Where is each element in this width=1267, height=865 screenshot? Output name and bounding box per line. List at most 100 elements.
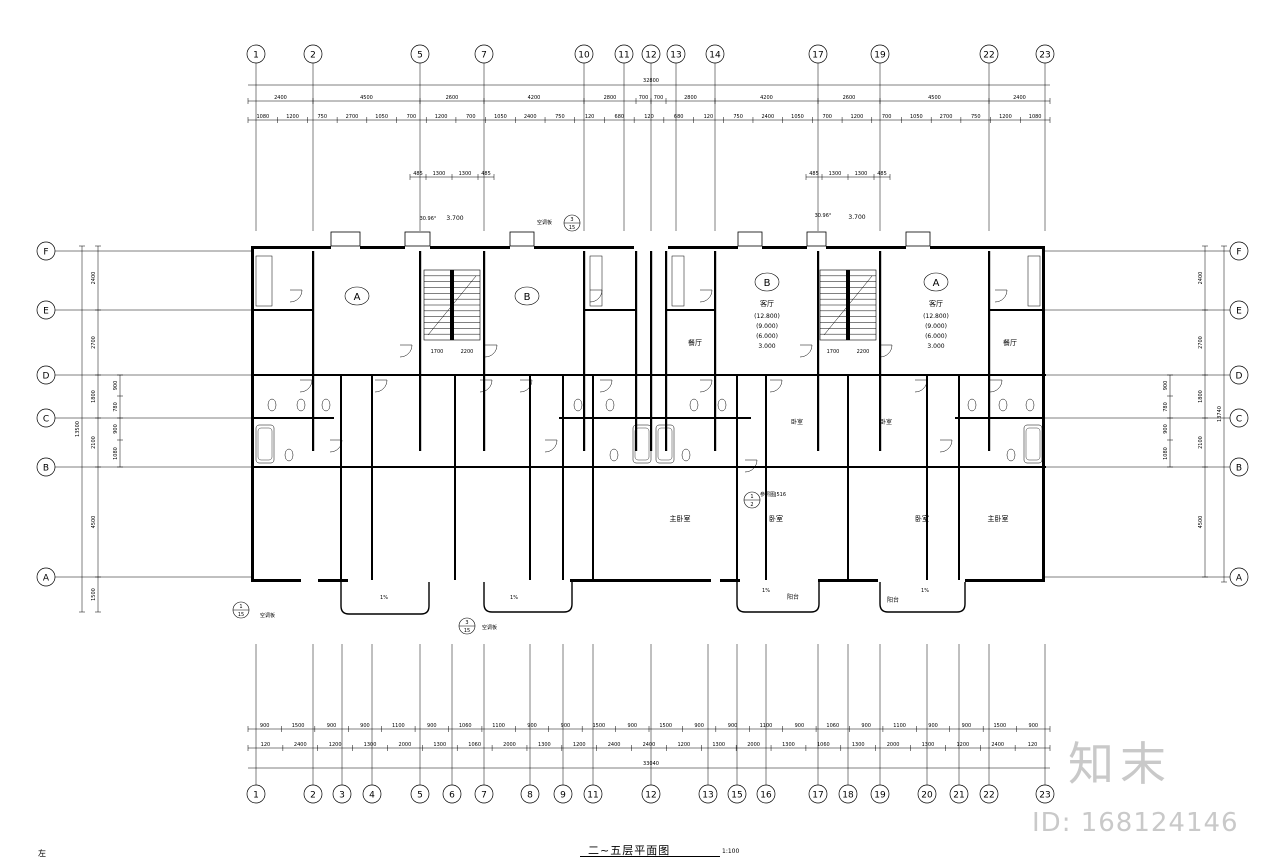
stair-handrail	[450, 270, 454, 340]
room-balcony: 阳台	[787, 593, 799, 601]
wall-segment	[534, 246, 634, 249]
axis-bubble-bottom-13	[698, 784, 718, 804]
dim-top-row1-text: 4500	[928, 95, 941, 101]
dim-bottom-row1-text: 1060	[468, 742, 481, 748]
dim-top-row2-text: 750	[317, 114, 327, 120]
wall-segment	[371, 375, 373, 580]
axis-bubble-bottom-7-label: 7	[481, 791, 487, 801]
wall-segment	[254, 417, 334, 419]
dim-bottom-row2-text: 1100	[760, 723, 773, 729]
wall-segment	[254, 309, 314, 311]
wall-segment	[847, 375, 849, 580]
wall-segment	[583, 251, 586, 451]
callout-1-top: 1	[239, 604, 242, 610]
axis-bubble-top-7	[474, 44, 494, 64]
note-aircon: 空调板	[537, 219, 552, 226]
elevation-mark: (9.000)	[925, 323, 947, 330]
dim-bottom-row2-text: 900	[728, 723, 738, 729]
wall-segment	[454, 375, 456, 580]
axis-bubble-top-11-label: 11	[618, 51, 629, 61]
wall-segment	[251, 579, 301, 582]
door-swing	[879, 344, 893, 358]
dim-top-row2-text: 1050	[910, 114, 923, 120]
axis-bubble-top-12	[641, 44, 661, 64]
wall-segment	[955, 417, 1045, 419]
axis-bubble-right-F-label: F	[1236, 248, 1241, 258]
sanitary-fixture	[573, 398, 583, 412]
dim-top-row2-text: 750	[555, 114, 565, 120]
bay-window	[404, 231, 431, 247]
wall-segment	[826, 246, 906, 249]
axis-bubble-left-A	[36, 567, 56, 587]
dim-right-inner-text: 900	[1163, 424, 1169, 434]
unit-label-a-2-text: A	[933, 278, 940, 289]
dim-bottom-row1-text: 1300	[364, 742, 377, 748]
wall-segment	[529, 375, 531, 580]
wall-segment	[668, 246, 738, 249]
elevation-mark: 3.000	[927, 343, 944, 350]
dim-bottom-row2-text: 900	[561, 723, 571, 729]
dim-bottom-row2-text: 900	[260, 723, 270, 729]
axis-bubble-bottom-21	[949, 784, 969, 804]
sanitary-fixture	[284, 448, 294, 462]
door-swing	[484, 344, 498, 358]
wall-segment	[651, 579, 711, 582]
dim-top-row2-text: 120	[704, 114, 714, 120]
axis-bubble-right-B	[1229, 457, 1249, 477]
bathtub-inner	[634, 427, 650, 461]
wall-segment	[254, 466, 654, 468]
note-angle: 30.96°	[815, 213, 832, 219]
axis-bubble-bottom-11-label: 11	[587, 791, 598, 801]
axis-bubble-bottom-1-label: 1	[253, 791, 259, 801]
bathtub-inner	[657, 427, 673, 461]
building-walls	[251, 246, 1046, 582]
dim-top-row1-text: 2800	[604, 95, 617, 101]
door-swing	[599, 379, 613, 393]
stair-left	[423, 269, 481, 341]
callout-3-top: 3	[465, 620, 468, 626]
wall-segment	[360, 246, 405, 249]
axis-bubble-bottom-6	[442, 784, 462, 804]
axis-bubble-bottom-12-label: 12	[645, 791, 656, 801]
dim-bottom-row1-text: 2000	[503, 742, 516, 748]
door-swing	[519, 379, 533, 393]
note-slope: 1%	[921, 588, 929, 594]
dim-top-row1-text: 700	[654, 95, 664, 101]
kitchen-counter	[589, 255, 603, 307]
dim-top-row2-text: 1050	[791, 114, 804, 120]
dim-bottom-row1-text: 2400	[643, 742, 656, 748]
stair-note: 2200	[857, 349, 870, 355]
wall-segment	[419, 251, 422, 451]
dim-bottom-row2-text: 1100	[492, 723, 505, 729]
axis-bubble-right-C	[1229, 408, 1249, 428]
dim-top-row1-text: 4200	[528, 95, 541, 101]
dim-right-inner-text: 780	[1163, 402, 1169, 412]
dim-bottom-row2-text: 900	[360, 723, 370, 729]
room-bedroom: 卧室	[791, 418, 803, 426]
axis-bubble-bottom-21-label: 21	[953, 791, 964, 801]
dim-bottom-row2-text: 1500	[994, 723, 1007, 729]
dim-bottom-row1-text: 120	[261, 742, 271, 748]
wall-segment	[430, 246, 510, 249]
axis-bubble-left-B-label: B	[43, 464, 49, 474]
wall-segment	[562, 375, 564, 580]
room-bedroom: 卧室	[880, 418, 892, 426]
dim-top-row2-text: 700	[407, 114, 417, 120]
dim-bottom-row1-text: 2000	[399, 742, 412, 748]
sanitary-fixture	[321, 398, 331, 412]
axis-bubble-top-19	[870, 44, 890, 64]
axis-bubble-bottom-1	[246, 784, 266, 804]
dim-left-text: 2400	[91, 272, 97, 285]
door-swing	[544, 439, 558, 453]
wall-segment	[988, 251, 991, 451]
wall-segment	[651, 466, 1046, 468]
door-swing	[289, 289, 303, 303]
axis-bubble-bottom-4	[362, 784, 382, 804]
note-slope: 1%	[762, 588, 770, 594]
door-swing	[939, 439, 953, 453]
dim-left-inner-text: 900	[113, 424, 119, 434]
dim-bottom-row2-text: 1060	[459, 723, 472, 729]
axis-bubble-right-C-label: C	[1236, 415, 1242, 425]
dim-left-text: 1500	[91, 588, 97, 601]
axis-bubble-bottom-2	[303, 784, 323, 804]
